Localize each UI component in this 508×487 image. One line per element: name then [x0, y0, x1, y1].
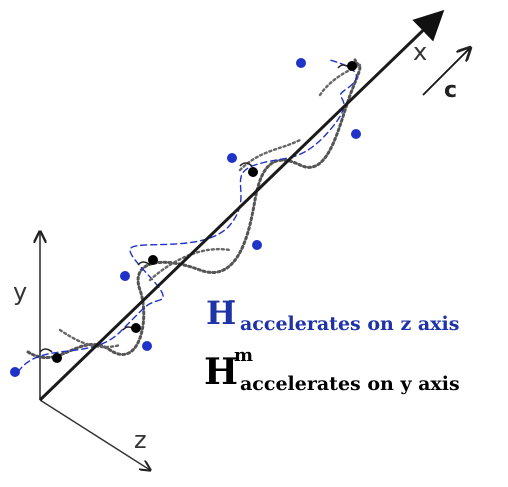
blue-particle [142, 341, 152, 351]
legend-black-text: accelerates on y axis [240, 373, 460, 395]
z-axis-label: z [134, 426, 147, 454]
black-particle [52, 353, 62, 363]
y-axis-label: y [13, 278, 27, 306]
x-axis-label: x [413, 38, 427, 66]
legend-black-symbol: H [204, 351, 238, 393]
helix-dotted-strand-2 [58, 63, 362, 349]
arc-1 [39, 348, 53, 353]
blue-particle [252, 240, 262, 250]
propagation-label: c [444, 78, 457, 103]
blue-particle [120, 271, 130, 281]
blue-particle [351, 129, 361, 139]
blue-particles [10, 58, 361, 377]
blue-particle [10, 367, 20, 377]
legend-blue-text: accelerates on z axis [240, 313, 459, 335]
legend-blue-superscript: - [228, 290, 235, 311]
legend-blue-symbol: H [206, 294, 236, 332]
rotation-arcs [39, 64, 351, 353]
legend: H - accelerates on z axis H m accelerate… [204, 290, 460, 395]
black-particle [248, 167, 258, 177]
legend-black-superscript: m [234, 345, 253, 366]
legend-line-black: H m accelerates on y axis [204, 345, 460, 395]
black-particle [148, 255, 158, 265]
helix-strands [17, 58, 362, 373]
black-particle [347, 61, 357, 71]
helix-dashed-strand [17, 59, 358, 373]
arc-4 [239, 162, 253, 167]
legend-line-blue: H - accelerates on z axis [206, 290, 459, 335]
blue-particle [227, 153, 237, 163]
propagation-arrow [422, 48, 470, 96]
black-particles [52, 61, 357, 363]
x-axis [38, 9, 445, 402]
arc-3 [137, 261, 151, 266]
blue-particle [296, 58, 306, 68]
black-particle [131, 323, 141, 333]
helix-dotted-strand [26, 58, 362, 360]
z-axis [39, 399, 150, 470]
